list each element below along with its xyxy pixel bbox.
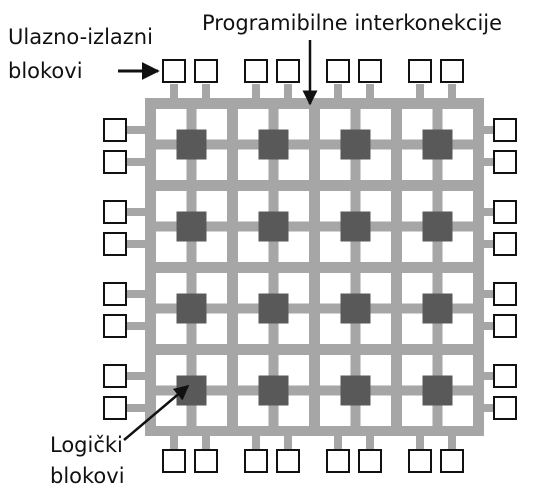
logic-block — [340, 129, 371, 160]
io-block-left — [103, 150, 127, 174]
io-block-top — [326, 59, 350, 83]
io-label-line2: blokovi — [8, 59, 83, 83]
io-block-bottom — [358, 449, 382, 473]
io-block-top — [440, 59, 464, 83]
io-block-bottom — [408, 449, 432, 473]
logic-label-line1: Logički — [50, 433, 123, 457]
io-block-right — [493, 314, 517, 338]
io-block-top — [244, 59, 268, 83]
io-block-right — [493, 396, 517, 420]
logic-callout-arrow — [123, 385, 190, 441]
logic-block — [176, 293, 207, 324]
io-block-top — [358, 59, 382, 83]
io-block-left — [103, 314, 127, 338]
io-block-top — [162, 59, 186, 83]
io-block-bottom — [326, 449, 350, 473]
io-block-bottom — [162, 449, 186, 473]
io-block-bottom — [194, 449, 218, 473]
logic-label-line2: blokovi — [50, 464, 125, 488]
io-block-top — [194, 59, 218, 83]
io-block-left — [103, 200, 127, 224]
io-block-right — [493, 282, 517, 306]
io-block-top — [276, 59, 300, 83]
callout-arrows — [118, 40, 318, 441]
logic-block — [340, 375, 371, 406]
io-block-right — [493, 200, 517, 224]
interconnect-label: Programibilne interkonekcije — [202, 11, 502, 35]
logic-block — [176, 211, 207, 242]
io-block-left — [103, 118, 127, 142]
logic-block — [258, 375, 289, 406]
io-block-right — [493, 118, 517, 142]
logic-block — [422, 211, 453, 242]
io-block-left — [103, 232, 127, 256]
io-blocks — [103, 59, 517, 473]
io-block-right — [493, 364, 517, 388]
logic-block — [258, 293, 289, 324]
logic-block — [422, 375, 453, 406]
io-block-right — [493, 232, 517, 256]
io-block-left — [103, 364, 127, 388]
logic-block — [422, 129, 453, 160]
io-label-line1: Ulazno-izlazni — [8, 25, 153, 49]
io-block-top — [408, 59, 432, 83]
logic-block — [422, 293, 453, 324]
logic-block — [340, 211, 371, 242]
io-block-bottom — [244, 449, 268, 473]
logic-block — [176, 129, 207, 160]
logic-block — [340, 293, 371, 324]
io-block-bottom — [276, 449, 300, 473]
logic-blocks — [176, 129, 453, 406]
io-block-left — [103, 396, 127, 420]
logic-block — [258, 129, 289, 160]
io-block-bottom — [440, 449, 464, 473]
logic-block — [258, 211, 289, 242]
io-block-left — [103, 282, 127, 306]
io-block-right — [493, 150, 517, 174]
